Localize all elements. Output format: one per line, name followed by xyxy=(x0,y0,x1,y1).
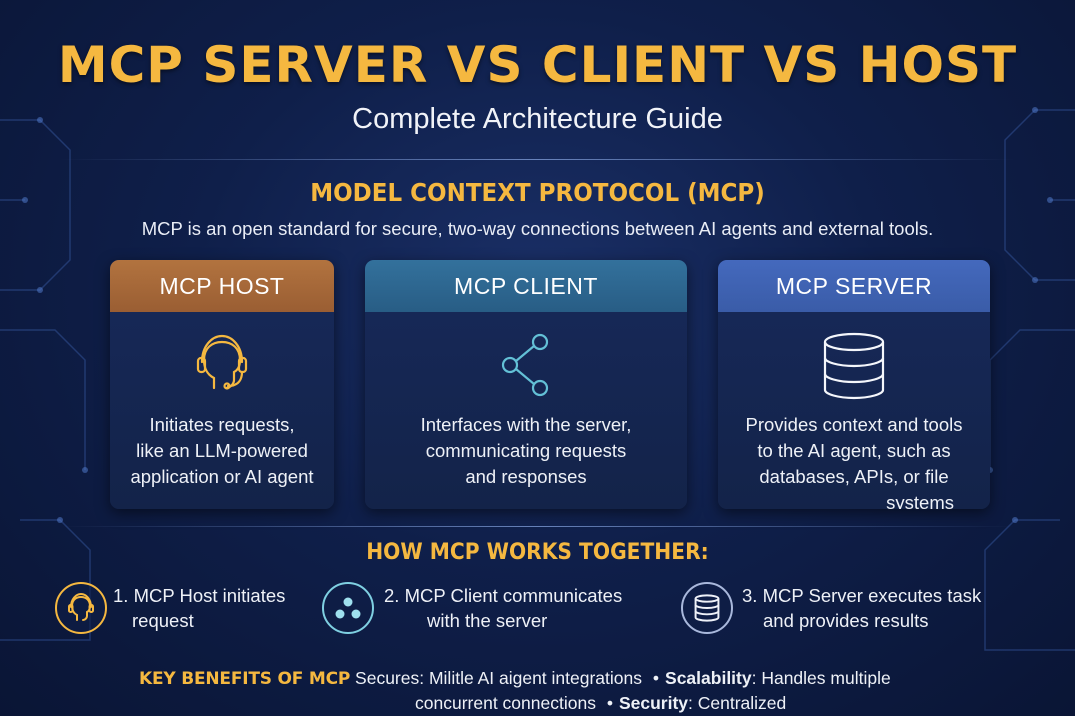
step-1-line-1: 1. MCP Host initiates xyxy=(113,585,286,606)
client-card: MCP CLIENT Interfaces with the server, c… xyxy=(365,260,687,509)
headset-person-icon xyxy=(110,332,334,396)
server-card: MCP SERVER Provides context and tools to… xyxy=(718,260,990,509)
host-card-header: MCP HOST xyxy=(110,260,334,312)
benefits-secures-text: Secures: Militle AI aigent integrations xyxy=(355,668,643,688)
page-subtitle: Complete Architecture Guide xyxy=(352,103,723,135)
share-nodes-icon xyxy=(365,332,687,398)
step-3-line-2: and provides results xyxy=(763,610,929,631)
protocol-heading: MODEL CONTEXT PROTOCOL (MCP) xyxy=(310,178,765,207)
step-2-icon xyxy=(322,582,374,634)
server-card-line-4: systems xyxy=(886,492,954,509)
server-card-line-1: Provides context and tools xyxy=(745,414,963,435)
host-card-line-3: application or AI agent xyxy=(130,466,314,487)
nodes-icon xyxy=(335,597,361,619)
client-card-line-2: communicating requests xyxy=(425,440,627,461)
step-1-line-2: request xyxy=(132,610,194,631)
step-2-line-1: 2. MCP Client communicates xyxy=(384,585,623,606)
bullet-1: • xyxy=(652,668,660,688)
step-3-icon xyxy=(681,582,733,634)
client-card-line-3: and responses xyxy=(465,466,587,487)
server-card-line-2: to the AI agent, such as xyxy=(757,440,951,461)
benefits-label: KEY BENEFITS OF MCP xyxy=(139,669,351,689)
benefits-line-1: KEY BENEFITS OF MCP Secures: Militle AI … xyxy=(139,664,891,693)
security-text: : Centralized xyxy=(688,693,787,713)
server-card-header: MCP SERVER xyxy=(718,260,990,312)
server-card-line-3: databases, APIs, or file xyxy=(759,466,949,487)
how-heading: HOW MCP WORKS TOGETHER: xyxy=(366,540,709,565)
protocol-description: MCP is an open standard for secure, two-… xyxy=(141,218,934,239)
step-2-line-2: with the server xyxy=(427,610,548,631)
host-card-line-1: Initiates requests, xyxy=(149,414,295,435)
scalability-label: Scalability xyxy=(665,668,752,688)
headset-person-icon xyxy=(68,592,94,621)
step-3-line-1: 3. MCP Server executes task xyxy=(742,585,982,606)
host-card-line-2: like an LLM-powered xyxy=(136,440,308,461)
client-card-header: MCP CLIENT xyxy=(365,260,687,312)
client-card-line-1: Interfaces with the server, xyxy=(420,414,632,435)
divider-top xyxy=(60,159,1015,160)
host-card: MCP HOST Initiates requests, like an LLM… xyxy=(110,260,334,509)
step-1-icon xyxy=(55,582,107,634)
divider-bottom xyxy=(60,526,1015,527)
benefits-line-2: concurrent connections •Security: Centra… xyxy=(415,689,786,716)
bullet-2: • xyxy=(606,693,613,713)
database-icon xyxy=(694,594,720,622)
scalability-text: : Handles multiple xyxy=(751,668,891,688)
database-icon xyxy=(718,332,990,400)
page-title: MCP SERVER VS CLIENT VS HOST xyxy=(57,36,1018,94)
security-label: Security xyxy=(618,693,689,713)
benefits-concurrent-text: concurrent connections xyxy=(415,693,596,713)
